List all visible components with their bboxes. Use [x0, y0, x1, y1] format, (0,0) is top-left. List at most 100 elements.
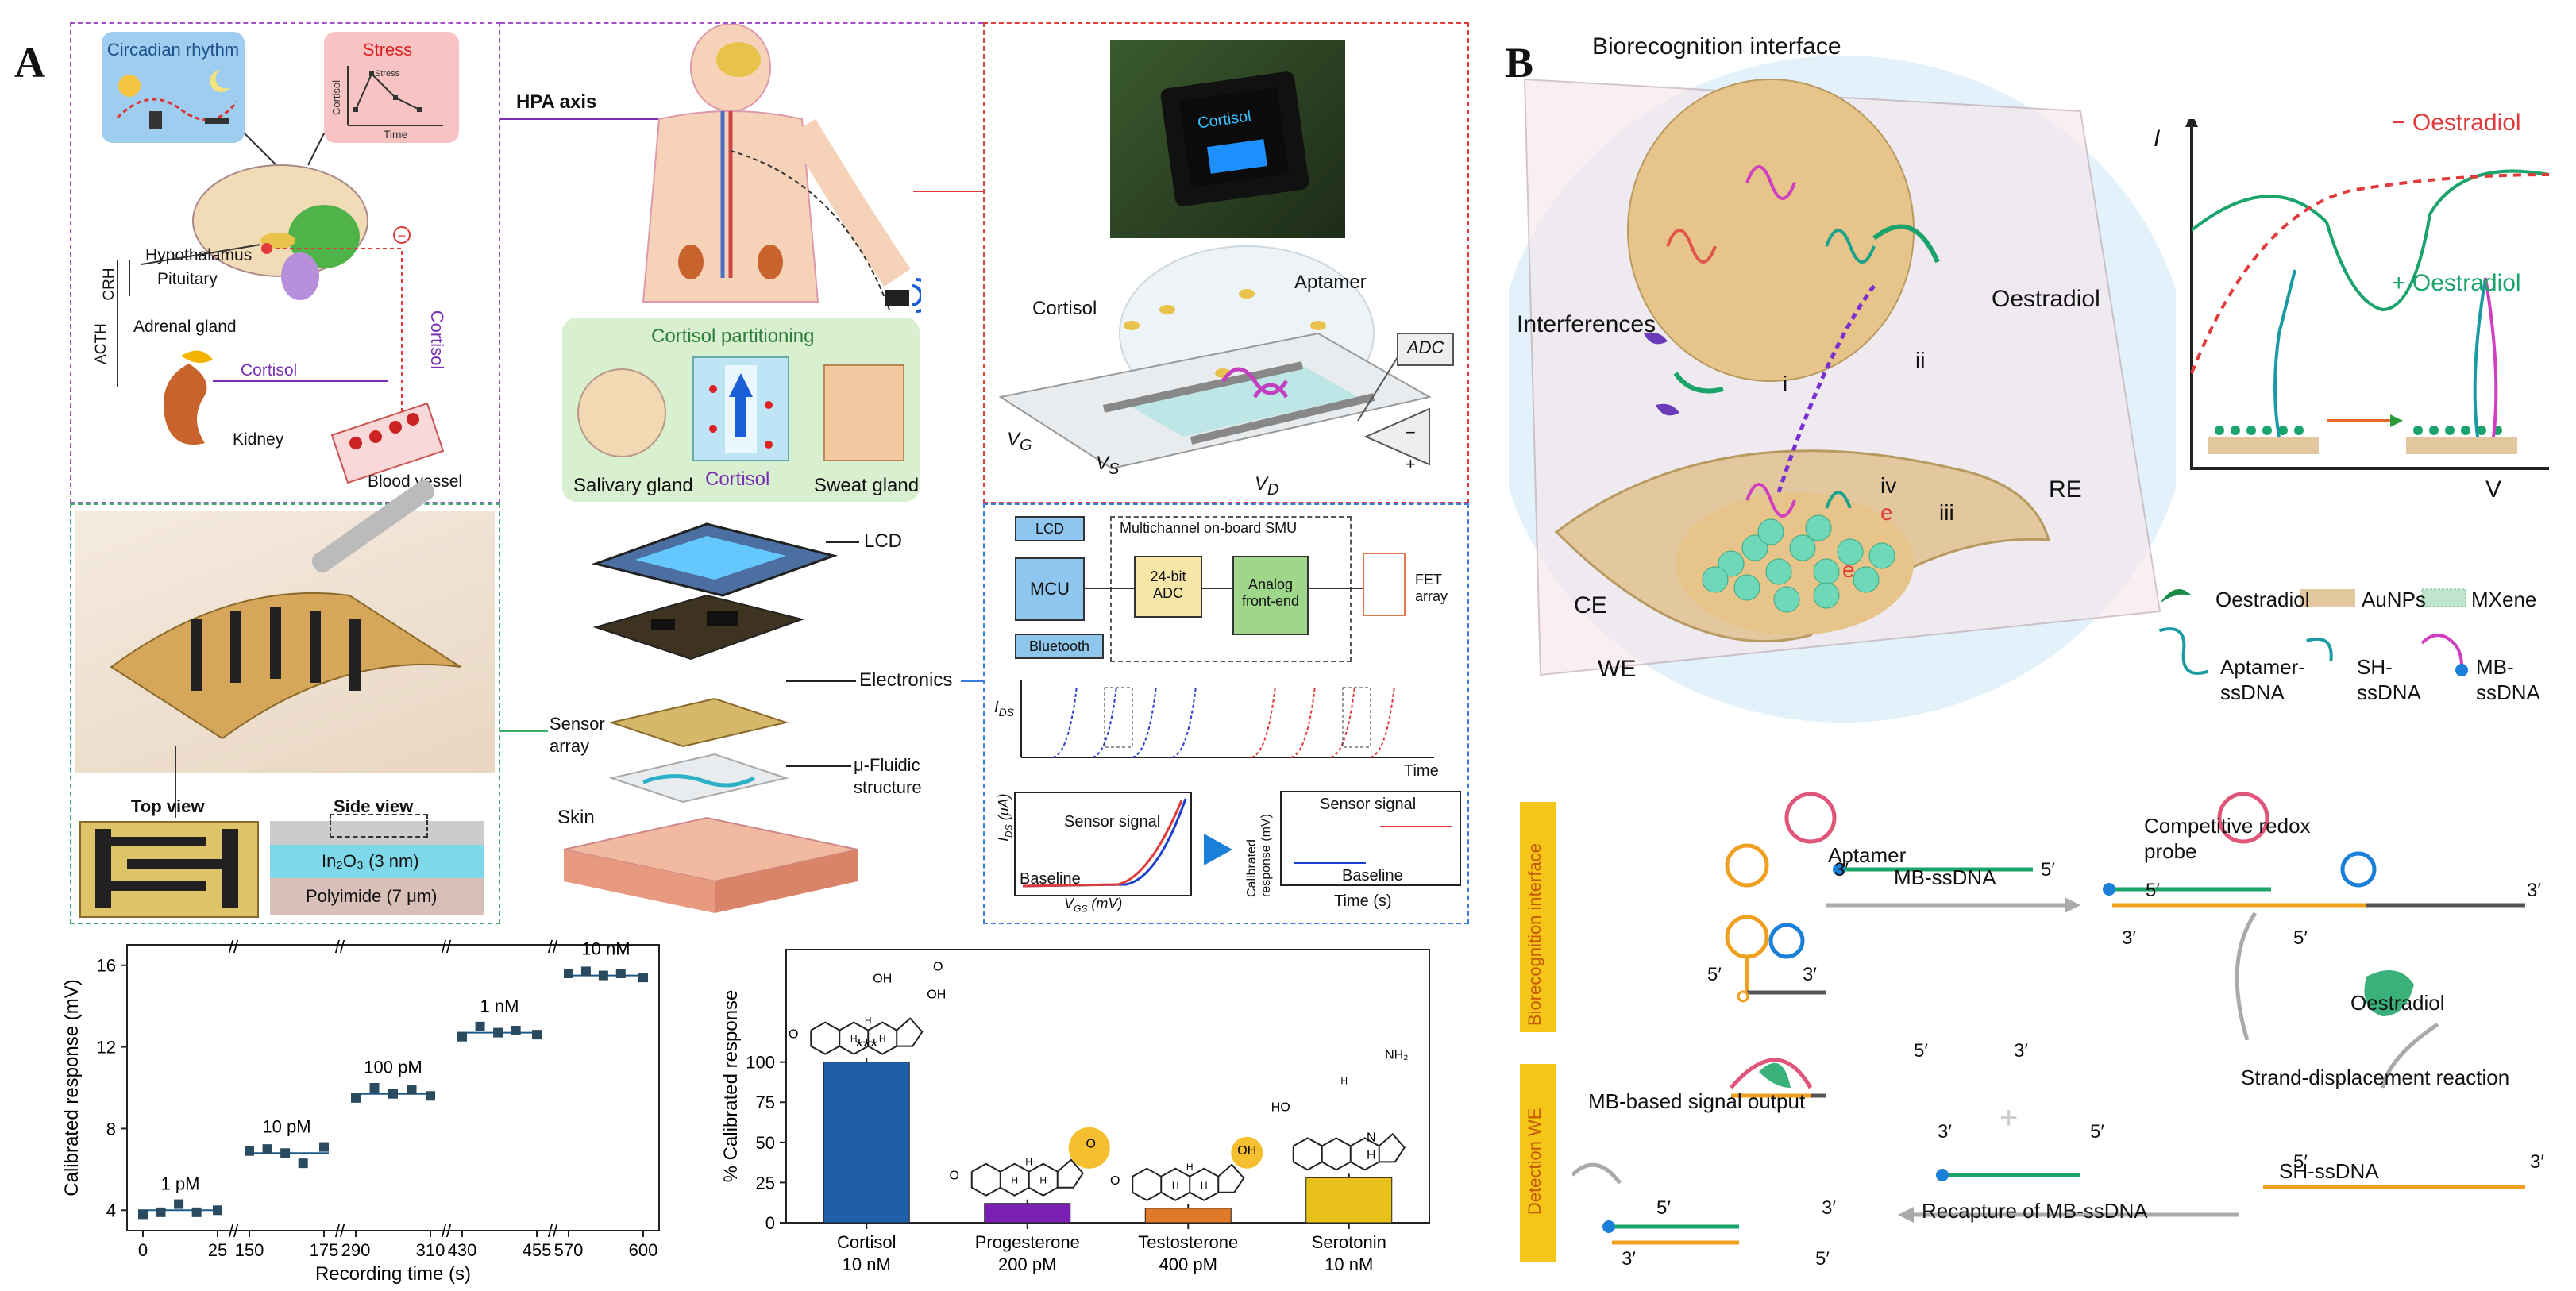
sensor-cortisol-label: Cortisol: [1032, 298, 1097, 319]
vgs-unit: (mV): [1091, 896, 1123, 911]
device-box: [70, 503, 500, 924]
chart2-ring-a: [1292, 1137, 1323, 1171]
side-view-dashed: [330, 814, 428, 838]
circuit-box: [983, 503, 1469, 924]
interferences-label: Interferences: [1517, 311, 1656, 337]
side-label-biorecognition: Biorecognition interface: [1525, 843, 1544, 1026]
chart1-segment-label: 100 pM: [364, 1058, 422, 1077]
chart2-hydrogen-label: H: [1186, 1162, 1194, 1173]
mini-time-label: Time (s): [1334, 892, 1392, 910]
stress-xaxis: Time: [384, 128, 408, 141]
device-stack-connector: [500, 730, 548, 732]
chart2-atom-label: OH: [1237, 1144, 1256, 1158]
chart1-axis-break-top: //: [442, 937, 452, 957]
partitioning-illustration: [577, 356, 904, 461]
chart1-ylabel: Calibrated response (mV): [61, 979, 83, 1196]
chart1-xtick-label: 150: [235, 1240, 264, 1260]
body-sensor-connector: [913, 191, 985, 192]
legend-sh: SH-ssDNA: [2357, 655, 2421, 704]
chart1-frame: [126, 944, 660, 1231]
negative-feedback-symbol: −: [398, 228, 407, 244]
chart1-axis-break-top: //: [335, 937, 345, 957]
ids-sensor-signal-label: Sensor signal: [1064, 813, 1161, 830]
scheme-output-label: MB-based signal output: [1588, 1089, 1806, 1113]
chart2-category-label: Testosterone: [1138, 1232, 1238, 1252]
chart2-ring-c: [1189, 1167, 1220, 1201]
chart2-atom-label: O: [789, 1028, 798, 1042]
chart1-xlabel: Recording time (s): [315, 1263, 471, 1285]
stack-lcd-label: LCD: [864, 530, 903, 552]
chart1-point: [369, 1083, 380, 1093]
prime-16: 3′: [1822, 1197, 1836, 1219]
biorecognition-disk: [1627, 79, 1915, 382]
sun-icon: [118, 75, 141, 97]
prime-6: 3′: [2122, 927, 2136, 949]
chart2-bar: [1305, 1177, 1393, 1224]
chart2-ring-b: [1000, 1162, 1030, 1197]
stack-fluidic-label: μ-Fluidic structure: [854, 755, 922, 797]
chart2-hydrogen-label: H: [1201, 1180, 1208, 1191]
aptamer-legend-icon: [2158, 627, 2209, 675]
vs-v: V: [1096, 453, 1109, 474]
panel-b-letter: B: [1505, 39, 1534, 87]
circuit-fet-label: FET array: [1415, 572, 1448, 604]
chart1-point: [262, 1144, 272, 1154]
chart2-hydrogen-label: H: [1011, 1175, 1018, 1186]
chart2-atom-label: O: [933, 961, 943, 974]
vd-v: V: [1255, 473, 1268, 495]
chart2-ring-d: [1379, 1132, 1406, 1163]
roman-iv: iv: [1880, 473, 1897, 498]
sensor-array-layer: [608, 697, 789, 748]
chart1-xtick-label: 430: [448, 1240, 477, 1260]
circadian-title: Circadian rhythm: [107, 40, 239, 60]
chart1-point: [564, 969, 573, 978]
stress-yaxis: Cortisol: [330, 80, 342, 115]
chart1-point: [298, 1158, 308, 1169]
prime-5: 5′: [2146, 880, 2160, 901]
chart2-ytick-label: 100: [746, 1053, 775, 1073]
in2o3-layer: [270, 845, 484, 878]
adrenal-shape: [181, 350, 213, 363]
stress-point-label: Stress: [375, 69, 400, 79]
in2o3-label: In₂O₃ (3 nm): [322, 851, 419, 871]
chart1-point: [475, 1021, 485, 1031]
blood-vessel-shape: [330, 402, 445, 484]
chart1-point: [280, 1148, 291, 1158]
moon-icon: [210, 70, 230, 92]
chart2-category-label: Progesterone: [975, 1232, 1080, 1252]
chart2-molecule-structure: [970, 1127, 1110, 1197]
vd-sub: D: [1267, 480, 1279, 499]
iv-minus-label: − Oestradiol: [2392, 110, 2521, 136]
chart1-point: [138, 1209, 148, 1220]
hpa-box: [70, 22, 500, 503]
chart2-atom-label: OH: [873, 973, 892, 986]
prime-15: 5′: [1656, 1197, 1671, 1219]
prime-12: 5′: [2090, 1121, 2104, 1143]
top-view-label: Top view: [131, 796, 205, 816]
chart2-significance: ***: [855, 1036, 877, 1058]
chart2-molecule-structure: [1132, 1136, 1263, 1201]
chart2-ring-d: [896, 1017, 924, 1047]
legend-oestradiol: Oestradiol: [2215, 588, 2310, 611]
minus-oestradiol-curve: [2190, 173, 2550, 374]
chart1-point: [598, 970, 608, 981]
iv-plus-label: + Oestradiol: [2392, 270, 2521, 296]
ids-ua-label: IDS (μA): [996, 793, 1015, 842]
vgs-v: V: [1064, 896, 1074, 911]
vg-v: V: [1007, 429, 1020, 450]
chart2-ring-c: [867, 1021, 898, 1055]
polyimide-label: Polyimide (7 μm): [306, 886, 438, 906]
circuit-fet-box: [1363, 553, 1406, 616]
prime-4: 3′: [1803, 964, 1817, 985]
crh-label: CRH: [101, 268, 118, 300]
electron-label-2: e: [1842, 557, 1855, 582]
prime-14: 3′: [2530, 1151, 2544, 1173]
roman-i: i: [1783, 372, 1788, 396]
scheme-mb-label: MB-ssDNA: [1894, 865, 1996, 889]
chart1-xtick-label: 570: [554, 1240, 584, 1260]
stack-fluidic-arrow: [786, 765, 851, 767]
panel-a-letter: A: [14, 39, 45, 87]
calibrated-mini-ylabel: Calibrated response (mV): [1245, 814, 1273, 897]
mini-red-line: [1380, 826, 1452, 827]
ids-vgs-plot: [1014, 792, 1192, 896]
